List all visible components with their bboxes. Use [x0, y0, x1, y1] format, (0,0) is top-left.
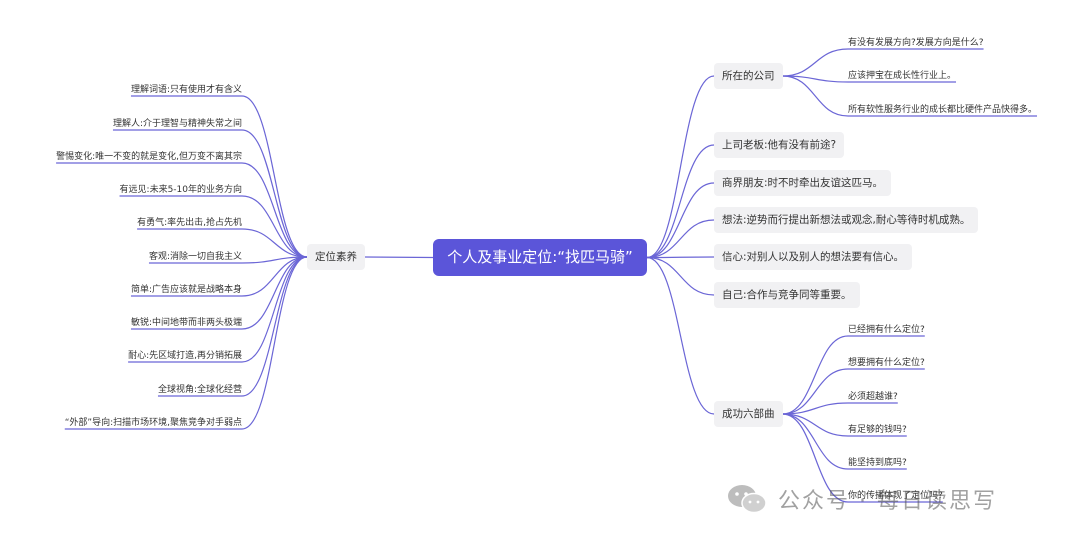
leaf-left[interactable]: 有勇气:率先出击,抢占先机	[137, 218, 242, 228]
leaf-left[interactable]: 敏锐:中间地带而非两头极端	[130, 318, 242, 328]
connector-right-leaf	[782, 75, 849, 117]
watermark-text: 公众号 · 每日读思写	[778, 489, 997, 514]
connector-root-left	[364, 256, 434, 259]
leaf-right[interactable]: 有足够的钱吗?	[848, 425, 907, 435]
leaf-right[interactable]: 所有软性服务行业的成长都比硬件产品快得多。	[848, 105, 1038, 115]
connector-left-leaf	[241, 129, 308, 258]
leaf-left[interactable]: 耐心:先区域打造,再分销拓展	[128, 351, 242, 361]
leaf-left[interactable]: 有远见:未来5-10年的业务方向	[119, 185, 242, 195]
connector-root-right	[646, 219, 715, 259]
connector-left-leaf	[241, 256, 308, 264]
leaf-right[interactable]: 你的传播体现了定位吗?	[848, 491, 943, 501]
branch-node-self[interactable]: 自己:合作与竞争同等重要。	[714, 282, 860, 308]
connector-right-leaf	[782, 335, 849, 415]
leaf-left[interactable]: 全球视角:全球化经营	[157, 385, 242, 395]
branch-node-friends[interactable]: 商界朋友:时不时牵出友谊这匹马。	[714, 170, 892, 196]
connector-root-right	[646, 182, 715, 259]
connector-right-leaf	[782, 75, 849, 83]
leaf-right[interactable]: 能坚持到底吗?	[848, 458, 907, 468]
leaf-right[interactable]: 已经拥有什么定位?	[848, 325, 925, 335]
leaf-right[interactable]: 应该押宝在成长性行业上。	[848, 71, 957, 81]
connector-left-leaf	[241, 256, 308, 363]
leaf-left[interactable]: 简单:广告应该就是战略本身	[130, 285, 242, 295]
connector-left-leaf	[241, 95, 308, 258]
root-node[interactable]: 个人及事业定位:“找匹马骑”	[433, 239, 647, 276]
leaf-left[interactable]: 理解词语:只有使用才有含义	[130, 85, 242, 95]
connector-root-right	[646, 75, 715, 259]
connector-left-leaf	[241, 195, 308, 258]
connector-left-leaf	[241, 228, 308, 258]
connector-right-leaf	[782, 402, 849, 415]
leaf-left[interactable]: 理解人:介于理智与精神失常之间	[112, 119, 242, 129]
connector-right-leaf	[782, 413, 849, 503]
connector-right-leaf	[782, 48, 849, 77]
leaf-right[interactable]: 想要拥有什么定位?	[848, 358, 925, 368]
connector-right-leaf	[782, 368, 849, 415]
branch-node-positioning-qualities[interactable]: 定位素养	[307, 244, 365, 270]
watermark: 公众号 · 每日读思写	[726, 480, 1056, 518]
branch-node-six-steps[interactable]: 成功六部曲	[714, 401, 783, 427]
leaf-left[interactable]: “外部”导向:扫描市场环境,聚焦竞争对手弱点	[64, 418, 242, 428]
connector-right-leaf	[782, 413, 849, 437]
connector-root-right	[646, 256, 715, 296]
connector-left-leaf	[241, 256, 308, 330]
branch-node-confidence[interactable]: 信心:对别人以及别人的想法要有信心。	[714, 244, 913, 270]
connector-root-right	[646, 256, 715, 259]
connector-right-leaf	[782, 413, 849, 470]
connector-left-leaf	[241, 256, 308, 397]
leaf-right[interactable]: 必须超越谁?	[848, 392, 898, 402]
connector-left-leaf	[241, 162, 308, 258]
connector-root-right	[646, 256, 715, 415]
leaf-left[interactable]: 客观:消除一切自我主义	[148, 252, 242, 262]
connector-left-leaf	[241, 256, 308, 297]
branch-node-boss[interactable]: 上司老板:他有没有前途?	[714, 132, 845, 158]
connector-root-right	[646, 144, 715, 259]
leaf-left[interactable]: 警惕变化:唯一不变的就是变化,但万变不离其宗	[56, 152, 242, 162]
connector-left-leaf	[241, 256, 308, 430]
wechat-icon	[728, 485, 767, 514]
branch-node-ideas[interactable]: 想法:逆势而行提出新想法或观念,耐心等待时机成熟。	[714, 207, 979, 233]
leaf-right[interactable]: 有没有发展方向?发展方向是什么?	[848, 38, 984, 48]
branch-node-company[interactable]: 所在的公司	[714, 63, 783, 89]
